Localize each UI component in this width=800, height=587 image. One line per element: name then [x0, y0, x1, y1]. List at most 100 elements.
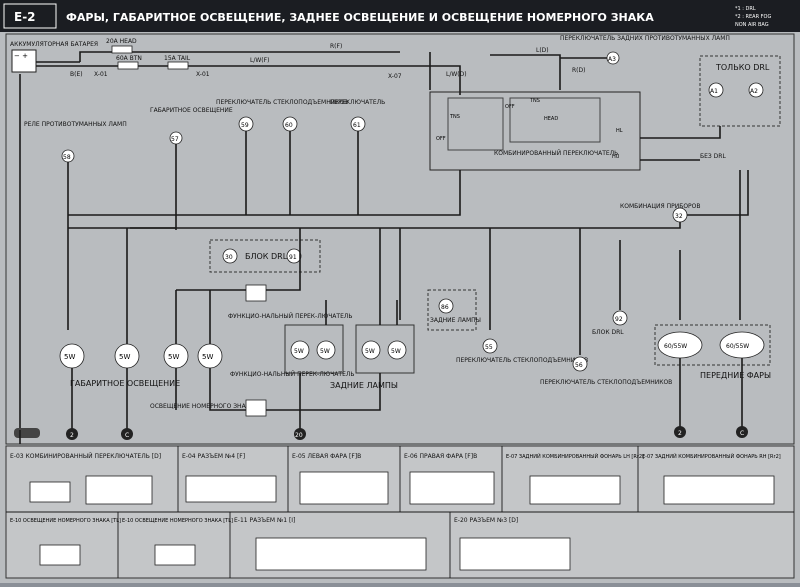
bulb-plate-right-text: 5W: [202, 353, 213, 361]
circle-A1: [708, 82, 724, 98]
ground-2-right: [674, 426, 686, 438]
parking-label-2: ГАБАРИТНОЕ ОСВЕЩЕНИЕ: [70, 379, 180, 388]
circle-55-text: 55: [485, 344, 493, 351]
wire-b: B(E): [70, 71, 83, 78]
wire-rd: R(D): [572, 67, 585, 74]
window-switch-label: ПЕРЕКЛЮЧАТЕЛЬ СТЕКЛОПОДЪЕМНИКОВ: [216, 99, 348, 106]
x07: X-07: [388, 73, 402, 80]
drl-block-box: [209, 239, 321, 273]
window-switch-label-2: ПЕРЕКЛЮЧАТЕЛЬ СТЕКЛОПОДЪЕМНИКОВ: [456, 357, 588, 364]
conn-E06: E-06 ПРАВАЯ ФАРА [F]B: [404, 453, 477, 460]
note-non-airbag: NON AIR BAG: [735, 22, 769, 28]
rear-fog-switch-label: ПЕРЕКЛЮЧАТЕЛЬ ЗАДНИХ ПРОТИВОТУМАННЫХ ЛАМ…: [560, 35, 730, 42]
ground-c-right-text: C: [740, 430, 744, 437]
circle-58-text: 58: [63, 154, 71, 161]
circle-92: [612, 310, 628, 326]
bulb-rear-rh-2: [387, 340, 407, 360]
diagram-code: E-2: [14, 10, 36, 24]
drl-block-label-2: БЛОК DRL: [592, 329, 624, 336]
conn-E04: E-04 РАЗЪЕМ №4 [F]: [182, 453, 245, 460]
fuse-btn: [117, 61, 139, 70]
fuse-head: [111, 45, 133, 54]
fuse-tail: [167, 61, 189, 70]
bulb-rear-lh-1-text: 5W: [294, 348, 304, 355]
switch-label: ПЕРЕКЛЮЧАТЕЛЬ: [330, 99, 385, 106]
drl-only-label: ТОЛЬКО DRL: [715, 63, 770, 72]
circle-86: [438, 298, 454, 314]
circle-A1-text: A1: [710, 88, 718, 95]
svg-text:OFF: OFF: [436, 136, 446, 142]
circle-A2-text: A2: [750, 88, 758, 95]
drl-block-label: БЛОК DRL: [245, 252, 288, 261]
rear-lamp-rh-box: [355, 324, 415, 374]
circle-A2: [748, 82, 764, 98]
ground-2-left-text: 2: [70, 432, 74, 439]
front-lamp-left-text: 60/55W: [664, 343, 687, 350]
bulb-parking-left-text: 5W: [64, 353, 75, 361]
battery-symbol: [11, 49, 37, 73]
ground-c-right: [736, 426, 748, 438]
car-icon: [14, 428, 40, 438]
conn-E10-a: E-10 ОСВЕЩЕНИЕ НОМЕРНОГО ЗНАКА [TL]: [10, 518, 121, 524]
circle-86-text: 86: [441, 304, 449, 311]
ground-2-left: [66, 428, 78, 440]
svg-text:− +: − +: [14, 52, 28, 60]
battery-label: АККУМУЛЯТОРНАЯ БАТАРЕЯ: [10, 41, 98, 48]
ground-20: [294, 428, 306, 440]
combination-switch-box: [429, 91, 641, 171]
conn-E11: E-11 РАЗЪЕМ №1 [I]: [234, 517, 295, 524]
window-switch-label-3: ПЕРЕКЛЮЧАТЕЛЬ СТЕКЛОПОДЪЕМНИКОВ: [540, 379, 672, 386]
relay-fog-label: РЕЛЕ ПРОТИВОТУМАННЫХ ЛАМП: [24, 121, 127, 128]
func-switch-label: ФУНКЦИО-НАЛЬНЫЙ ПЕРЕК-ЛЮЧАТЕЛЬ: [228, 313, 353, 320]
combo-switch-label: КОМБИНИРОВАННЫЙ ПЕРЕКЛЮЧАТЕЛЬ: [494, 150, 618, 157]
conn-E10-b: E-10 ОСВЕЩЕНИЕ НОМЕРНОГО ЗНАКА [TL]: [122, 518, 233, 524]
circle-61-text: 61: [353, 122, 361, 129]
drl-only-box: [699, 55, 781, 127]
wire-lwf: L/W(F): [250, 57, 269, 64]
no-drl-label: БЕЗ DRL: [700, 153, 726, 160]
circle-30: [222, 248, 238, 264]
header-bar: [0, 0, 800, 32]
wire-ld: L(D): [536, 47, 549, 54]
bulb-rear-lh-2: [316, 340, 336, 360]
rear-lamp-lh-box: [284, 324, 344, 374]
rear-lamps-label-2: ЗАДНИЕ ЛАМПЫ: [330, 381, 398, 390]
svg-text:OFF: OFF: [505, 104, 515, 110]
circle-59-text: 59: [241, 122, 249, 129]
note-drl: *1 : DRL: [735, 6, 756, 12]
bulb-parking-right-text: 5W: [119, 353, 130, 361]
svg-text:TNS: TNS: [449, 114, 460, 120]
conn-E07-rh: E-07 ЗАДНИЙ КОМБИНИРОВАННЫЙ ФОНАРЬ RH [R…: [642, 453, 781, 460]
cluster-label: КОМБИНАЦИЯ ПРИБОРОВ: [620, 203, 701, 210]
front-lamps-box: [654, 324, 771, 366]
bulb-plate-left-text: 5W: [168, 353, 179, 361]
front-lamp-right-text: 60/55W: [726, 343, 749, 350]
circle-57-text: 57: [171, 136, 179, 143]
bulb-rear-lh-2-text: 5W: [320, 348, 330, 355]
wire-rf: R(F): [330, 43, 342, 50]
fuse-head-label: 20A HEAD: [106, 38, 137, 45]
conn-E07-lh: E-07 ЗАДНИЙ КОМБИНИРОВАННЫЙ ФОНАРЬ LH [R…: [506, 453, 644, 460]
ground-20-text: 20: [295, 432, 303, 439]
circle-56: [572, 356, 588, 372]
circle-56-text: 56: [575, 362, 583, 369]
svg-text:TNS: TNS: [529, 98, 540, 104]
circle-32-text: 32: [675, 213, 683, 220]
fuse-tail-label: 15A TAIL: [164, 55, 191, 62]
circle-91: [286, 248, 302, 264]
fuse-btn-label: 60A BTN: [116, 55, 142, 62]
conn-E20: E-20 РАЗЪЕМ №3 [D]: [454, 517, 518, 524]
circle-91-text: 91: [289, 254, 297, 261]
ground-c-left: [121, 428, 133, 440]
wire-lwd: L/W(D): [446, 71, 467, 78]
circle-30-text: 30: [225, 254, 233, 261]
circle-60-text: 60: [285, 122, 293, 129]
rear-lamps-box: [427, 289, 477, 331]
svg-text:HEAD: HEAD: [544, 116, 558, 122]
x01-b: X-01: [196, 71, 210, 78]
circle-A3-text: A3: [608, 56, 616, 63]
ground-c-left-text: C: [125, 432, 129, 439]
bulb-rear-lh-1: [290, 340, 310, 360]
conn-E03: E-03 КОМБИНИРОВАННЫЙ ПЕРЕКЛЮЧАТЕЛЬ [D]: [10, 453, 161, 460]
